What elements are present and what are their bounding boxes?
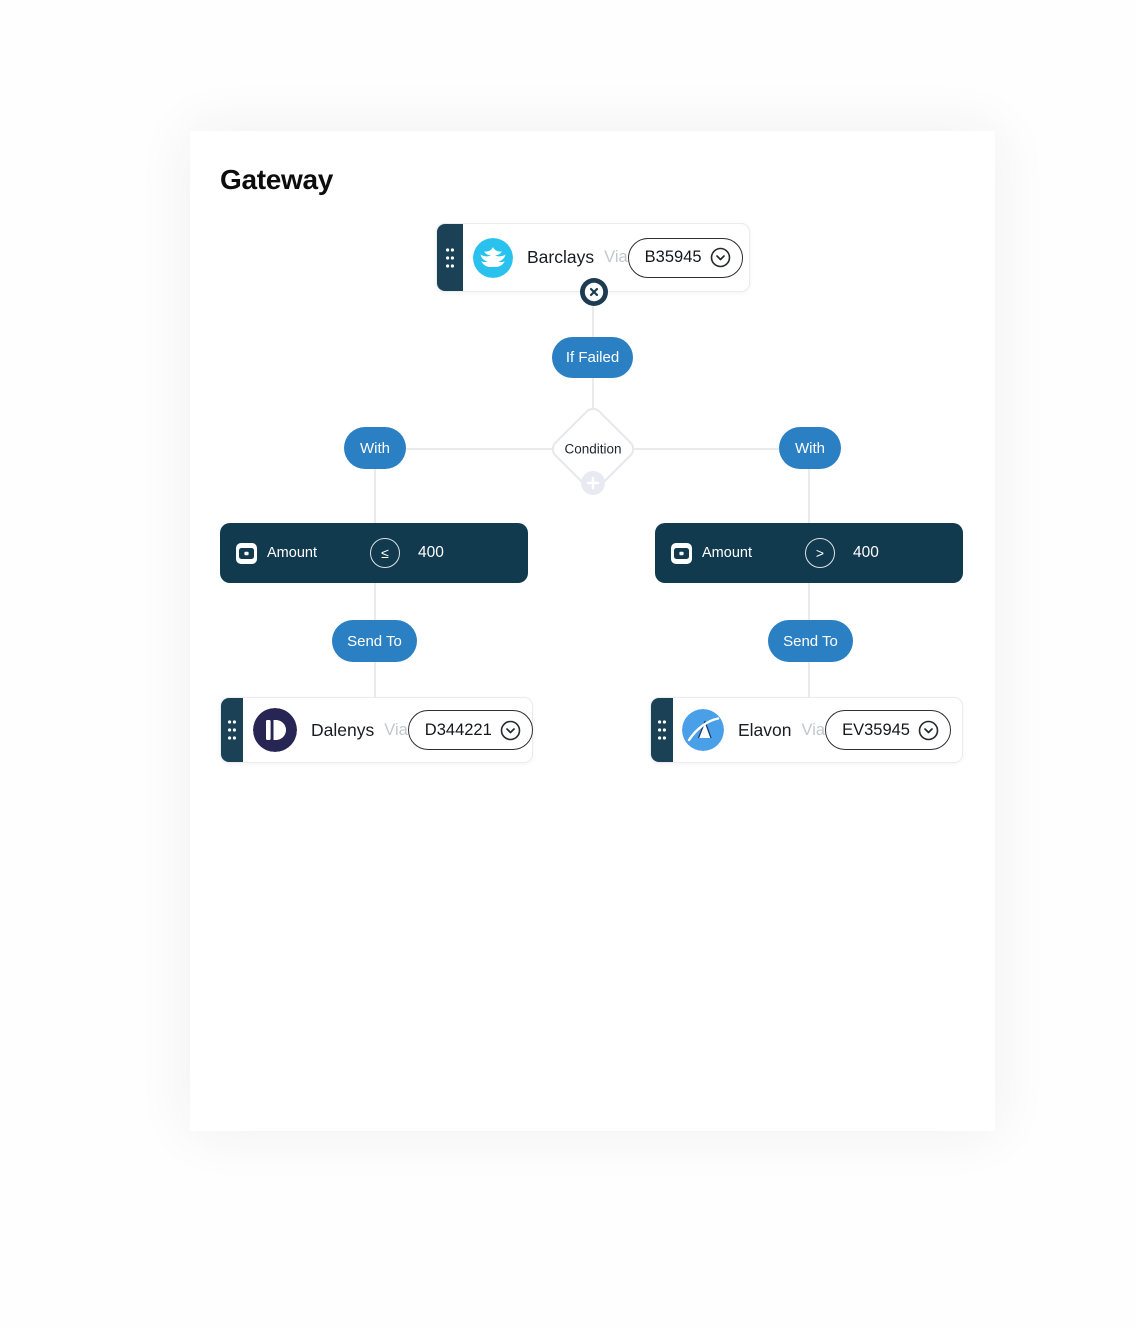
send-to-pill-right[interactable]: Send To <box>768 620 853 662</box>
condition-card-right[interactable]: Amount > 400 <box>655 523 963 583</box>
if-failed-pill[interactable]: If Failed <box>552 337 633 378</box>
dalenys-logo-icon <box>253 708 297 752</box>
send-to-pill-left[interactable]: Send To <box>332 620 417 662</box>
banknote-icon <box>236 542 257 564</box>
with-pill-left[interactable]: With <box>344 427 406 469</box>
close-icon[interactable] <box>579 277 609 307</box>
condition-field: Amount <box>267 545 317 561</box>
send-to-label: Send To <box>347 632 402 650</box>
with-label: With <box>360 439 390 457</box>
node-name: Barclays <box>527 247 595 267</box>
via-label: Via <box>384 720 408 739</box>
gateway-code: D344221 <box>424 720 492 739</box>
operator-symbol: ≤ <box>381 545 389 561</box>
operator-gt-icon[interactable]: > <box>805 538 835 568</box>
drag-handle-dots-icon <box>228 720 236 740</box>
operator-lte-icon[interactable]: ≤ <box>370 538 400 568</box>
operator-symbol: > <box>815 545 825 561</box>
condition-card-left[interactable]: Amount ≤ 400 <box>220 523 528 583</box>
add-condition-icon[interactable] <box>581 471 605 495</box>
with-pill-right[interactable]: With <box>779 427 841 469</box>
drag-handle[interactable] <box>437 224 463 291</box>
with-label: With <box>795 439 825 457</box>
drag-handle-dots-icon <box>446 247 454 268</box>
banknote-icon <box>671 542 692 564</box>
connector-withleft-to-amount <box>374 448 376 525</box>
drag-handle[interactable] <box>221 698 243 762</box>
gateway-code-select[interactable]: B35945 <box>627 237 743 278</box>
drag-handle-dots-icon <box>658 720 666 740</box>
node-name: Elavon <box>738 719 792 740</box>
chevron-down-icon <box>918 720 939 740</box>
via-label: Via <box>604 248 628 266</box>
connector-withright-to-amount <box>808 448 810 525</box>
via-label: Via <box>801 720 826 739</box>
chevron-down-icon <box>710 247 730 268</box>
barclays-logo-icon <box>473 237 513 278</box>
node-name: Dalenys <box>311 719 375 740</box>
chevron-down-icon <box>500 720 521 740</box>
elavon-logo-icon <box>682 709 724 751</box>
gateway-node-elavon[interactable]: Elavon Via EV35945 <box>650 697 963 763</box>
drag-handle[interactable] <box>651 698 673 762</box>
gateway-node-dalenys[interactable]: Dalenys Via D344221 <box>220 697 533 763</box>
condition-label: Condition <box>564 441 622 457</box>
condition-field: Amount <box>702 545 752 561</box>
if-failed-label: If Failed <box>565 349 620 366</box>
connector-root-to-iffailed <box>592 291 594 338</box>
condition-value[interactable]: 400 <box>418 544 444 561</box>
gateway-node-root[interactable]: Barclays Via B35945 <box>436 223 750 292</box>
condition-value[interactable]: 400 <box>853 544 879 561</box>
connector-iffailed-to-condition <box>592 377 594 421</box>
page-title: Gateway <box>220 164 334 195</box>
gateway-code-select[interactable]: D344221 <box>407 710 533 750</box>
gateway-code-select[interactable]: EV35945 <box>825 710 951 750</box>
gateway-code: EV35945 <box>842 720 910 739</box>
gateway-code: B35945 <box>644 248 702 266</box>
send-to-label: Send To <box>783 632 838 650</box>
